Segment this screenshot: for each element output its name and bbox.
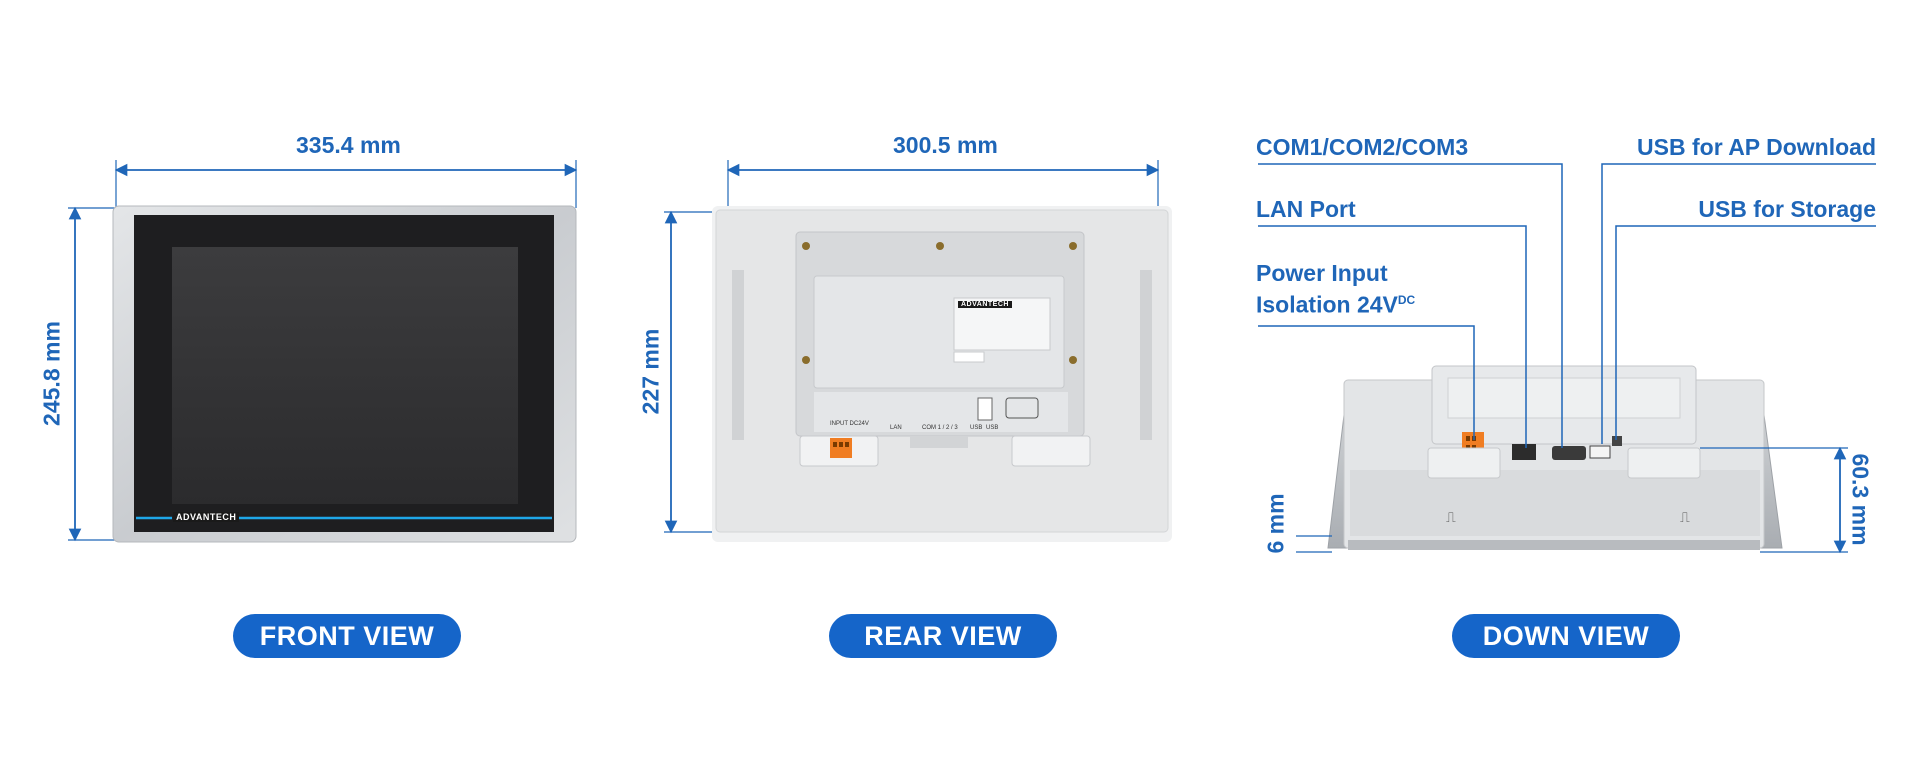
front-height-label: 245.8 mm	[38, 321, 65, 426]
rear-height-label: 227 mm	[637, 328, 664, 415]
callout-power-input: Power Input Isolation 24VDC	[1256, 260, 1415, 319]
rear-port-label-power: INPUT DC24V	[830, 421, 869, 427]
rear-brand-logo: ADVANTECH	[958, 301, 1012, 308]
down-depth-label: 60.3 mm	[1847, 453, 1874, 546]
rear-view-drawing	[664, 160, 1172, 542]
rear-port-label-com: COM 1 / 2 / 3	[922, 425, 958, 431]
callout-usb-storage: USB for Storage	[1698, 196, 1876, 222]
svg-text:⎍: ⎍	[1680, 510, 1690, 526]
rear-port-label-usb-2: USB	[986, 425, 999, 431]
front-view-drawing	[68, 160, 578, 543]
front-width-label: 335.4 mm	[296, 132, 401, 158]
callout-com-ports: COM1/COM2/COM3	[1256, 134, 1469, 160]
callout-lan-port: LAN Port	[1256, 196, 1356, 222]
front-brand-logo: ADVANTECH	[173, 512, 240, 522]
rear-width-label: 300.5 mm	[893, 132, 998, 158]
callout-power-line2-text: Isolation 24V	[1256, 291, 1398, 318]
rear-port-label-lan: LAN	[890, 425, 902, 431]
callout-power-line1: Power Input	[1256, 260, 1388, 286]
down-bezel-label: 6 mm	[1262, 493, 1289, 554]
rear-view-label: REAR VIEW	[829, 614, 1057, 658]
callout-power-superscript: DC	[1397, 293, 1416, 307]
callout-power-line2: Isolation 24VDC	[1256, 287, 1415, 319]
svg-text:⎍: ⎍	[1446, 510, 1456, 526]
front-view-label: FRONT VIEW	[233, 614, 461, 658]
down-view-label: DOWN VIEW	[1452, 614, 1680, 658]
down-view-drawing: ⎍ ⎍	[1258, 163, 1876, 554]
rear-port-label-usb-1: USB	[970, 425, 983, 431]
callout-usb-ap-download: USB for AP Download	[1637, 134, 1876, 160]
